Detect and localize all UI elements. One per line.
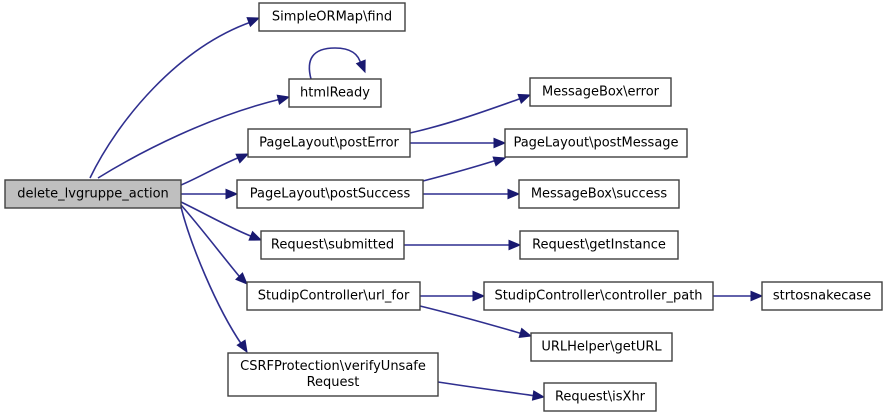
edge-root-to-csrf_verifyunsaferequest bbox=[180, 206, 248, 354]
edge-arrowhead bbox=[750, 290, 764, 302]
edge-pagelayout_posterror-to-messagebox_error bbox=[409, 93, 532, 134]
node-box[interactable] bbox=[227, 352, 439, 397]
node-box[interactable] bbox=[483, 281, 714, 311]
node-strtosnakecase[interactable]: strtosnakecase bbox=[761, 281, 883, 311]
node-request_getinstance[interactable]: Request\getInstance bbox=[519, 230, 679, 260]
edge-line bbox=[180, 206, 243, 346]
node-box[interactable] bbox=[258, 2, 406, 32]
node-root[interactable]: delete_lvgruppe_action bbox=[4, 179, 182, 209]
edge-line bbox=[180, 201, 254, 238]
edge-pagelayout_posterror-to-pagelayout_postmessage bbox=[410, 137, 507, 149]
edge-root-to-simpleormap_find bbox=[89, 17, 261, 179]
node-label: StudipController\controller_path bbox=[494, 289, 702, 304]
node-label: Request bbox=[307, 375, 360, 390]
node-box[interactable] bbox=[247, 128, 411, 158]
node-box[interactable] bbox=[530, 332, 673, 362]
edge-line bbox=[308, 47, 362, 80]
edge-csrf_verifyunsaferequest-to-request_isxhr bbox=[437, 381, 546, 401]
edge-line bbox=[409, 97, 523, 134]
node-pagelayout_postsuccess[interactable]: PageLayout\postSuccess bbox=[236, 179, 424, 209]
node-label: PageLayout\postError bbox=[259, 136, 399, 151]
node-label: CSRFProtection\verifyUnsafe bbox=[240, 359, 426, 374]
edge-arrowhead bbox=[492, 156, 507, 167]
node-pagelayout_posterror[interactable]: PageLayout\postError bbox=[247, 128, 411, 158]
node-simpleormap_find[interactable]: SimpleORMap\find bbox=[258, 2, 406, 32]
edge-arrowhead bbox=[472, 290, 486, 302]
edge-arrowhead bbox=[246, 17, 261, 28]
edge-arrowhead bbox=[355, 59, 366, 74]
node-request_isxhr[interactable]: Request\isXhr bbox=[543, 382, 657, 412]
edge-root-to-pagelayout_postsuccess bbox=[181, 188, 239, 200]
node-box[interactable] bbox=[529, 77, 672, 107]
edge-arrowhead bbox=[235, 272, 248, 285]
node-box-root[interactable] bbox=[4, 179, 182, 209]
edge-arrowhead bbox=[507, 188, 521, 200]
edge-studipcontroller_url_for-to-urlhelper_geturl bbox=[419, 305, 533, 338]
edge-line bbox=[89, 21, 252, 179]
node-label: Request\submitted bbox=[271, 238, 394, 253]
edge-arrowhead bbox=[517, 93, 532, 104]
edge-line bbox=[422, 159, 498, 182]
node-label: Request\isXhr bbox=[555, 390, 646, 405]
node-box[interactable] bbox=[761, 281, 883, 311]
node-box[interactable] bbox=[246, 281, 421, 311]
node-label: PageLayout\postMessage bbox=[513, 136, 678, 151]
node-label: URLHelper\getURL bbox=[541, 340, 662, 355]
node-urlhelper_geturl[interactable]: URLHelper\getURL bbox=[530, 332, 673, 362]
edge-root-to-request_submitted bbox=[180, 201, 263, 241]
edge-line bbox=[97, 98, 282, 179]
edge-root-to-pagelayout_posterror bbox=[180, 153, 250, 186]
node-box[interactable] bbox=[236, 179, 424, 209]
edge-htmlready-to-htmlready bbox=[308, 47, 366, 80]
edge-line bbox=[419, 305, 524, 335]
node-box[interactable] bbox=[519, 230, 679, 260]
edge-line bbox=[180, 204, 240, 277]
edge-line bbox=[180, 156, 241, 186]
node-htmlready[interactable]: htmlReady bbox=[288, 78, 382, 108]
node-label: delete_lvgruppe_action bbox=[17, 187, 169, 202]
edge-line bbox=[437, 381, 537, 397]
edge-pagelayout_postsuccess-to-messagebox_success bbox=[423, 188, 521, 200]
edge-arrowhead bbox=[236, 339, 248, 354]
node-label: PageLayout\postSuccess bbox=[250, 187, 411, 202]
edge-studipcontroller_controller_path-to-strtosnakecase bbox=[713, 290, 764, 302]
nodes-layer: delete_lvgruppe_action SimpleORMap\find ht… bbox=[4, 2, 883, 412]
node-messagebox_error[interactable]: MessageBox\error bbox=[529, 77, 672, 107]
node-label: strtosnakecase bbox=[773, 289, 871, 304]
edge-root-to-htmlready bbox=[97, 94, 291, 179]
edge-studipcontroller_url_for-to-studipcontroller_controller_path bbox=[420, 290, 486, 302]
node-studipcontroller_controller_path[interactable]: StudipController\controller_path bbox=[483, 281, 714, 311]
edge-arrowhead bbox=[276, 94, 291, 105]
edge-arrowhead bbox=[518, 327, 533, 338]
edge-arrowhead bbox=[493, 137, 507, 149]
node-box[interactable] bbox=[504, 128, 688, 158]
edge-pagelayout_postsuccess-to-pagelayout_postmessage bbox=[422, 156, 507, 182]
node-messagebox_success[interactable]: MessageBox\success bbox=[518, 179, 680, 209]
node-label: MessageBox\success bbox=[531, 187, 668, 202]
node-pagelayout_postmessage[interactable]: PageLayout\postMessage bbox=[504, 128, 688, 158]
node-label: SimpleORMap\find bbox=[272, 10, 392, 25]
edges-layer bbox=[89, 17, 764, 401]
node-box[interactable] bbox=[260, 230, 405, 260]
edge-arrowhead bbox=[248, 230, 263, 241]
edge-request_submitted-to-request_getinstance bbox=[404, 239, 522, 251]
node-box[interactable] bbox=[288, 78, 382, 108]
node-box[interactable] bbox=[518, 179, 680, 209]
node-box[interactable] bbox=[543, 382, 657, 412]
edge-arrowhead bbox=[235, 153, 250, 164]
node-label: Request\getInstance bbox=[532, 238, 666, 253]
node-request_submitted[interactable]: Request\submitted bbox=[260, 230, 405, 260]
edge-arrowhead bbox=[531, 390, 546, 401]
node-label: htmlReady bbox=[300, 86, 370, 101]
edge-arrowhead bbox=[225, 188, 239, 200]
node-label: StudipController\url_for bbox=[258, 289, 410, 304]
node-label: MessageBox\error bbox=[542, 85, 660, 100]
edge-arrowhead bbox=[508, 239, 522, 251]
node-studipcontroller_url_for[interactable]: StudipController\url_for bbox=[246, 281, 421, 311]
edge-root-to-studipcontroller_url_for bbox=[180, 204, 248, 285]
